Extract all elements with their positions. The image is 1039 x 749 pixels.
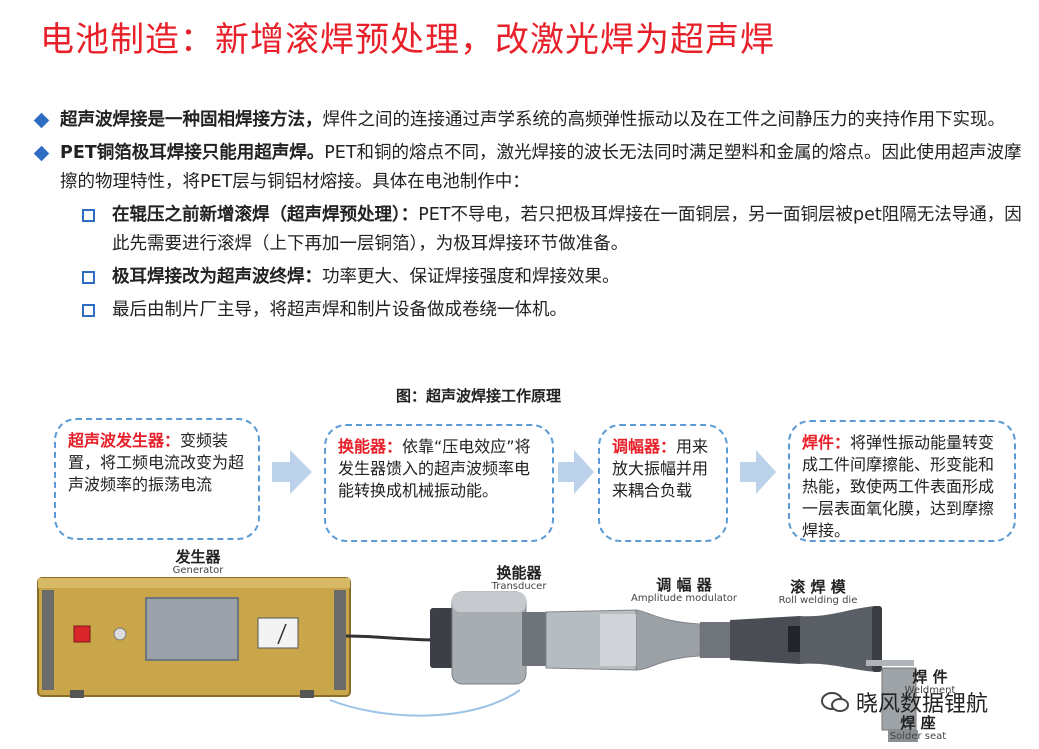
solder-label-en: Solder seat (889, 731, 947, 742)
weldment-label: 焊 件 (912, 668, 948, 686)
square-bullet-icon (82, 271, 95, 284)
amplitude-label: 调 幅 器 (656, 576, 712, 594)
amplitude-label-en: Amplitude modulator (630, 593, 738, 604)
weldment-label-en: Weldment (904, 685, 956, 696)
solder-caption: 焊 座 Solder seat (886, 712, 950, 742)
page-title: 电池制造：新增滚焊预处理，改激光焊为超声焊 (40, 20, 775, 60)
sub-bullet-text: 功率更大、保证焊接强度和焊接效果。 (322, 267, 620, 287)
diagram-title: 图：超声波焊接工作原理 (396, 387, 562, 405)
transducer-box: 换能器：依靠“压电效应”将发生器馈入的超声波频率电能转换成机械振动能。 (324, 424, 554, 542)
transducer-device (430, 591, 546, 685)
weldment-caption: 焊 件 Weldment (900, 666, 960, 696)
generator-caption: 发生器 Generator (158, 546, 238, 576)
roll-welding-die-device (700, 606, 882, 672)
square-bullet-icon (82, 304, 95, 317)
box-head: 调幅器： (612, 437, 677, 456)
sub-bullet-text: PET不导电，若只把极耳焊接在一面铜层，另一面铜层被pet阻隔无法导通，因此先需… (112, 205, 1022, 254)
bullet-bold: PET铜箔极耳焊接只能用超声焊。 (60, 143, 325, 163)
amplitude-modulator-device (545, 609, 701, 671)
transducer-label-en: Transducer (491, 581, 547, 592)
sub-bullet-text: 最后由制片厂主导，将超声焊和制片设备做成卷绕一体机。 (112, 300, 567, 320)
box-head: 焊件： (802, 433, 851, 452)
roll-die-label: 滚 焊 模 (790, 578, 846, 596)
transducer-label: 换能器 (496, 564, 542, 582)
roll-die-caption: 滚 焊 模 Roll welding die (770, 576, 866, 606)
flow-arrows (272, 450, 776, 494)
bullet-bold: 超声波焊接是一种固相焊接方法， (60, 110, 323, 130)
box-head: 超声波发生器： (68, 431, 181, 450)
wechat-icon (821, 692, 849, 712)
box-head: 换能器： (338, 437, 403, 456)
flow-arrow-icon (740, 450, 776, 494)
watermark-text: 晓风数据锂航 (856, 692, 989, 717)
bullet-list: 超声波焊接是一种固相焊接方法，焊件之间的连接通过声学系统的高频弹性振动以及在工件… (33, 106, 1026, 329)
weldment-box: 焊件：将弹性振动能量转变成工件间摩擦能、形变能和热能，致使两工件表面形成一层表面… (788, 420, 1016, 542)
weldment-device (866, 660, 918, 742)
flow-arrow-icon (558, 450, 594, 494)
sub-bullet-item: 在辊压之前新增滚焊（超声焊预处理）：PET不导电，若只把极耳焊接在一面铜层，另一… (36, 201, 1026, 259)
sub-bullet-item: 最后由制片厂主导，将超声焊和制片设备做成卷绕一体机。 (36, 296, 1026, 325)
solder-label: 焊 座 (900, 714, 936, 732)
box-text: 用来放大振幅并用来耦合负载 (612, 437, 709, 500)
bullet-text: PET和铜的熔点不同，激光焊接的波长无法同时满足塑料和金属的熔点。因此使用超声波… (60, 143, 1022, 192)
transducer-caption: 换能器 Transducer (476, 562, 562, 592)
square-bullet-icon (82, 209, 95, 222)
box-text: 将弹性振动能量转变成工件间摩擦能、形变能和热能，致使两工件表面形成一层表面氧化膜… (802, 433, 995, 540)
generator-box: 超声波发生器：变频装置，将工频电流改变为超声波频率的振荡电流 (54, 418, 260, 540)
bullet-item: PET铜箔极耳焊接只能用超声焊。PET和铜的熔点不同，激光焊接的波长无法同时满足… (33, 139, 1026, 197)
generator-label: 发生器 (175, 548, 221, 566)
sub-bullet-bold: 极耳焊接改为超声波终焊： (112, 267, 322, 287)
amplitude-caption: 调 幅 器 Amplitude modulator (624, 574, 744, 604)
generator-label-en: Generator (172, 565, 224, 576)
sub-bullet-item: 极耳焊接改为超声波终焊：功率更大、保证焊接强度和焊接效果。 (36, 263, 1026, 292)
bullet-item: 超声波焊接是一种固相焊接方法，焊件之间的连接通过声学系统的高频弹性振动以及在工件… (33, 106, 1026, 135)
amplitude-box: 调幅器：用来放大振幅并用来耦合负载 (598, 424, 728, 542)
box-text: 依靠“压电效应”将发生器馈入的超声波频率电能转换成机械振动能。 (338, 437, 531, 500)
box-text: 变频装置，将工频电流改变为超声波频率的振荡电流 (68, 431, 245, 494)
watermark: 晓风数据锂航 (820, 686, 988, 718)
bullet-text: 焊件之间的连接通过声学系统的高频弹性振动以及在工件之间静压力的夹持作用下实现。 (322, 110, 1006, 130)
roll-die-label-en: Roll welding die (778, 595, 858, 606)
sub-bullet-bold: 在辊压之前新增滚焊（超声焊预处理）： (112, 205, 419, 225)
generator-device (37, 577, 351, 698)
flow-arrow-icon (272, 450, 312, 494)
